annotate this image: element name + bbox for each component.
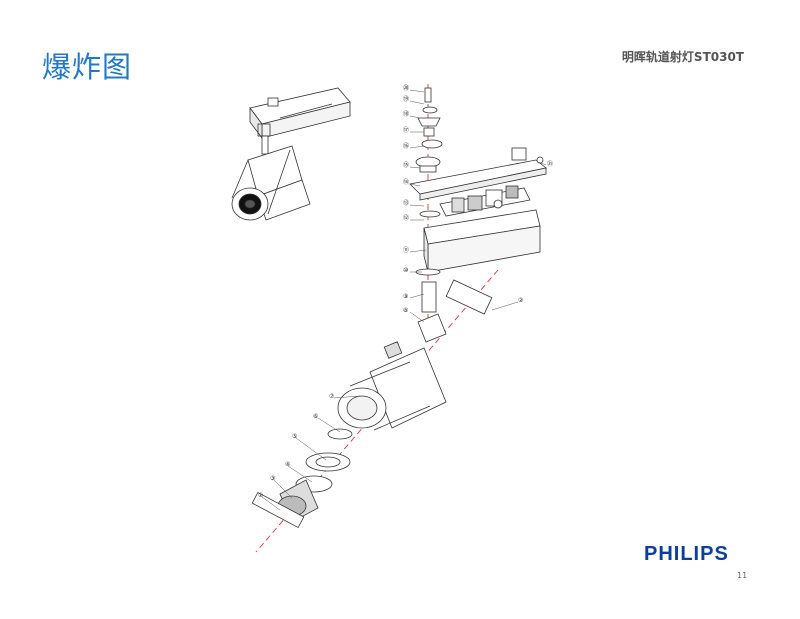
callout-label: ⑫ [403,214,409,222]
pivot-joint [415,268,493,343]
callout-label: ⑧ [403,307,408,314]
callout-labels: ① ③ ④ ⑤ ⑥ ⑦ ⑧ ⑨ ⑩ ⑪ ⑫ ⑬ ⑭ ⑮ ⑯ ⑰ ⑱ ⑲ ⑳ ② … [258,84,553,499]
callout-leaders [261,89,547,511]
driver-housing [419,209,541,273]
mounting-plate [409,147,547,201]
callout-label: ⑦ [329,393,335,400]
philips-logo: PHILIPS [644,543,729,565]
callout-label: ⑳ [403,84,409,92]
callout-label: ⑲ [403,95,409,103]
page-number: 11 [737,571,748,580]
callout-label: ③ [270,475,275,482]
driver-board [439,185,531,217]
page-title: 爆炸图 [42,50,133,84]
callout-label: ① [258,492,263,499]
callout-label: ⑤ [292,433,297,440]
lamp-body [337,341,447,431]
callout-label: ④ [285,461,290,468]
callout-label: ⑬ [403,199,409,207]
optics-stack [251,428,353,529]
callout-label: ⑮ [403,161,409,169]
assembled-spotlight-illustration [231,87,351,221]
callout-label: ⑭ [403,178,409,186]
callout-label: ⑪ [403,246,409,254]
callout-label: ⑱ [403,110,409,118]
callout-label: ⑰ [403,126,409,134]
callout-label: ⑯ [403,142,409,150]
callout-label: ⑥ [313,413,318,420]
hardware-stack [415,87,443,173]
callout-label: ⑨ [403,293,408,300]
callout-label: ⑩ [403,267,408,274]
product-name: 明晖轨道射灯ST030T [621,50,744,64]
callout-label: ② [518,297,524,304]
callout-label: ㉑ [547,160,553,168]
